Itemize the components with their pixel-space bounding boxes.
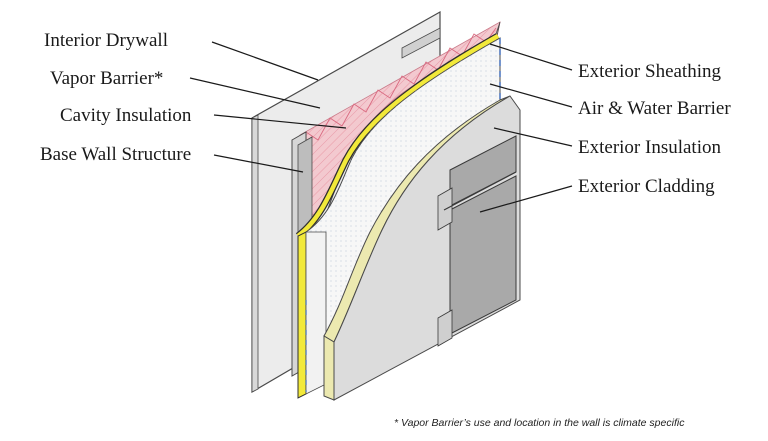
interior-drywall-edge [251,114,259,393]
cladding-rail [443,171,517,211]
cavity-insulation-hatch [300,22,500,222]
label-base-wall-structure: Base Wall Structure [40,144,191,165]
leader-base-wall-structure [213,154,304,173]
cavity-insulation-zigzag [305,27,497,141]
label-air-water-barrier: Air & Water Barrier [578,98,731,119]
leader-cavity-insulation [213,114,347,129]
label-cavity-insulation: Cavity Insulation [60,105,192,126]
exterior-insulation-front-edge [323,335,335,401]
label-interior-drywall: Interior Drywall [44,30,168,51]
footnote: * Vapor Barrier’s use and location in th… [394,417,685,429]
label-vapor-barrier: Vapor Barrier* [50,68,163,89]
cladding-panel-lower [449,175,517,335]
leader-exterior-cladding [479,185,573,213]
cladding-clip-bottom [437,309,453,347]
air-water-barrier-membrane-fill [296,34,500,238]
leader-interior-drywall [211,41,319,81]
leader-air-water-barrier [489,83,573,108]
leader-exterior-insulation [493,127,573,147]
steel-stud-top [401,27,441,59]
sheathing-lower-panel [305,231,327,395]
leader-vapor-barrier [189,77,321,109]
label-exterior-sheathing: Exterior Sheathing [578,61,721,82]
label-exterior-insulation: Exterior Insulation [578,137,721,158]
air-water-barrier-front-edge [297,231,307,399]
leader-exterior-sheathing [489,43,573,71]
label-exterior-cladding: Exterior Cladding [578,176,715,197]
